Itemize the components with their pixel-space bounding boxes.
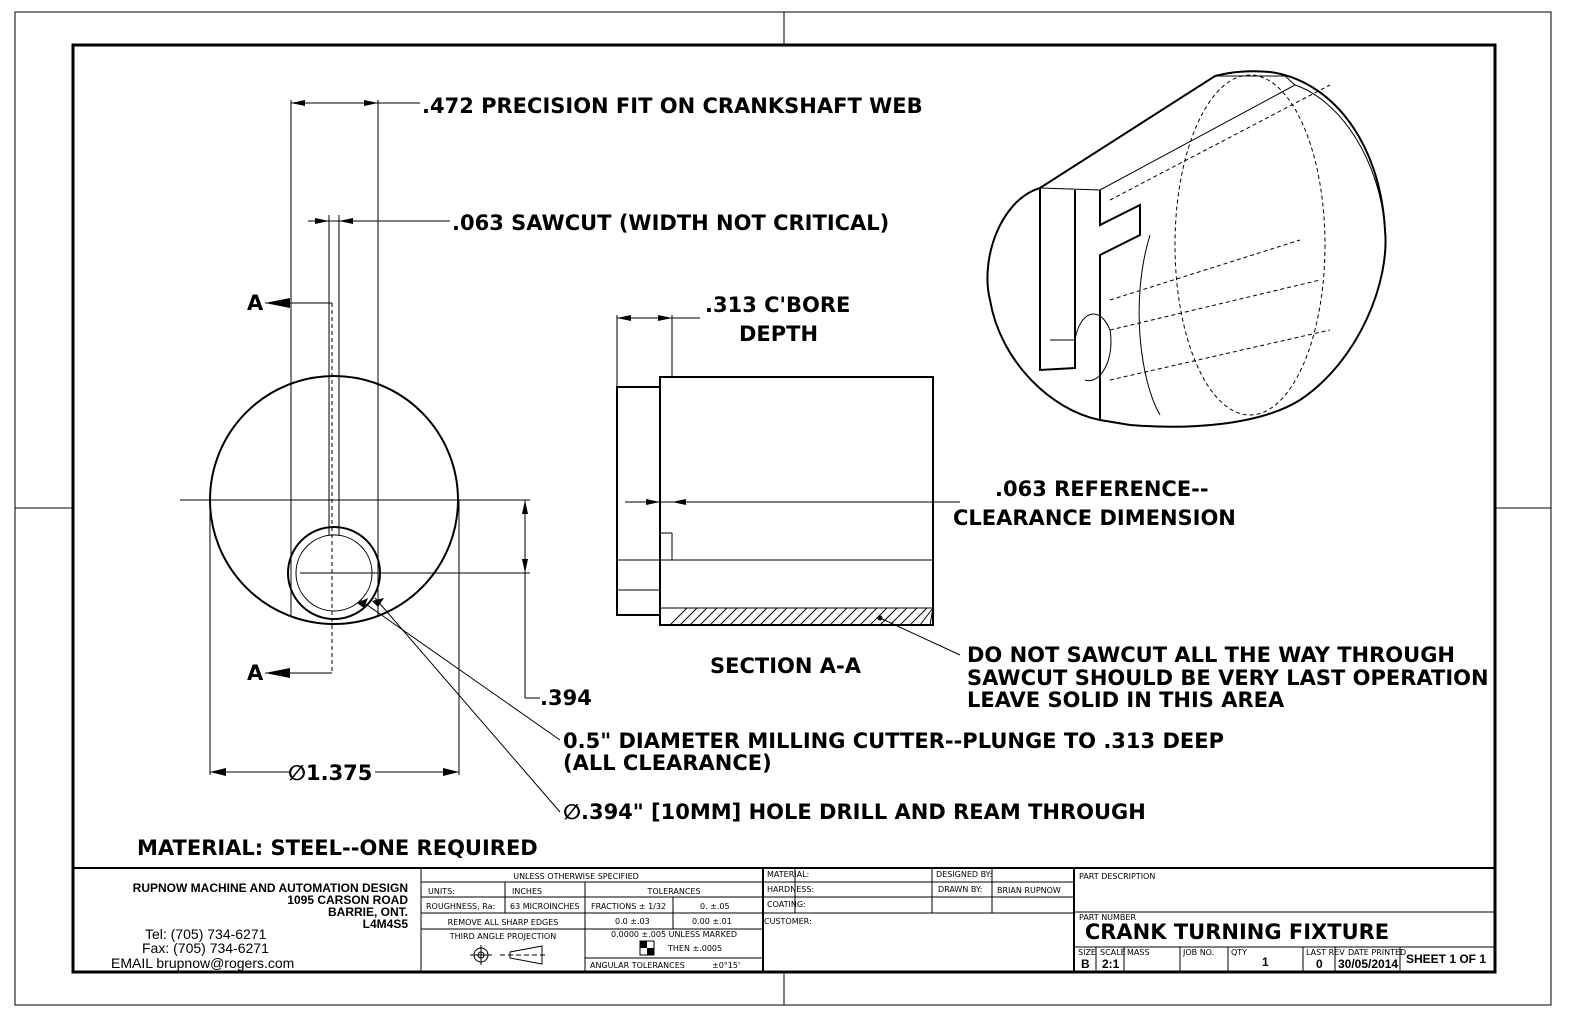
- hatch-line: [679, 607, 698, 626]
- zone-marks: [15, 12, 1551, 1005]
- scale-value: 2:1: [1102, 957, 1120, 971]
- roughness-label: ROUGHNESS, Ra:: [426, 902, 495, 911]
- hatch-line: [789, 607, 808, 626]
- hatch-line: [699, 607, 718, 626]
- material-label: MATERIAL:: [767, 870, 809, 879]
- dim-diameter-label: ∅1.375: [288, 761, 372, 785]
- cutter-note-line2: (ALL CLEARANCE): [563, 751, 772, 775]
- tol-fractions: FRACTIONS ± 1/32: [591, 902, 666, 911]
- cutter-note-line1: 0.5" DIAMETER MILLING CUTTER--PLUNGE TO …: [563, 729, 1224, 753]
- tol-then: THEN ±.0005: [667, 944, 722, 953]
- hatch-line: [879, 607, 898, 626]
- hatch-line: [909, 607, 928, 626]
- section-mark-top: A: [247, 291, 264, 315]
- company-tel: Tel: (705) 734-6271: [145, 926, 267, 942]
- part-number-label: PART NUMBER: [1079, 913, 1136, 922]
- scale-label: SCALE: [1100, 948, 1126, 957]
- ref-dim-line2: CLEARANCE DIMENSION: [953, 506, 1236, 530]
- hatch-line: [729, 607, 748, 626]
- hatch-line: [919, 607, 934, 626]
- units-value: INCHES: [512, 887, 542, 896]
- units-label: UNITS:: [428, 887, 455, 896]
- hatch-line: [689, 607, 708, 626]
- front-view: [180, 100, 561, 813]
- hatch-line: [759, 607, 778, 626]
- size-value: B: [1081, 957, 1090, 971]
- basic-dimension-icon: [639, 940, 655, 956]
- isometric-view: [986, 70, 1387, 428]
- angular-value: ±0°15': [712, 961, 740, 970]
- cbore-label-line2: DEPTH: [739, 322, 818, 346]
- hatch-line: [709, 607, 728, 626]
- tol-000: 0.00 ±.01: [692, 917, 732, 926]
- qty-value: 1: [1262, 955, 1269, 969]
- tol-0: 0. ±.05: [700, 902, 730, 911]
- roughness-value: 63 MICROINCHES: [510, 902, 580, 911]
- ref-dim-line1: .063 REFERENCE--: [995, 477, 1209, 501]
- hatch-line: [719, 607, 738, 626]
- customer-label: CUSTOMER:: [764, 917, 812, 926]
- hatch-line: [799, 607, 818, 626]
- hatch-line: [819, 607, 838, 626]
- edges-note: REMOVE ALL SHARP EDGES: [448, 918, 559, 927]
- drawn-by-label: DRAWN BY:: [938, 885, 982, 894]
- part-description-label: PART DESCRIPTION: [1079, 872, 1155, 881]
- qty-label: QTY: [1231, 948, 1247, 957]
- dim-472-label: .472 PRECISION FIT ON CRANKSHAFT WEB: [422, 94, 923, 118]
- hatch-line: [839, 607, 858, 626]
- section-mark-bottom: A: [247, 661, 264, 685]
- title-block: [73, 867, 1495, 972]
- hatch-line: [899, 607, 918, 626]
- tol-00: 0.0 ±.03: [615, 917, 650, 926]
- hatch-line: [809, 607, 828, 626]
- mass-label: MASS: [1127, 948, 1150, 957]
- company-fax: Fax: (705) 734-6271: [142, 940, 269, 956]
- section-view: [616, 315, 961, 656]
- hatch-line: [749, 607, 768, 626]
- last-rev-value: 0: [1316, 957, 1323, 971]
- projection-symbol-icon: [470, 945, 545, 965]
- spec-header: UNLESS OTHERWISE SPECIFIED: [513, 872, 639, 881]
- sawcut-note-line3: LEAVE SOLID IN THIS AREA: [967, 688, 1285, 712]
- company-postal: L4M4S5: [363, 917, 409, 931]
- dim-063-label: .063 SAWCUT (WIDTH NOT CRITICAL): [452, 211, 889, 235]
- section-title: SECTION A-A: [710, 654, 862, 678]
- company-street: 1095 CARSON ROAD: [287, 893, 408, 907]
- hatch-line: [829, 607, 848, 626]
- company-name: RUPNOW MACHINE AND AUTOMATION DESIGN: [133, 881, 408, 895]
- hatch-line: [769, 607, 788, 626]
- sawcut-note-line1: DO NOT SAWCUT ALL THE WAY THROUGH: [967, 643, 1455, 667]
- part-name: CRANK TURNING FIXTURE: [1085, 920, 1389, 944]
- hatch-line: [849, 607, 868, 626]
- tol-0000: 0.0000 ±.005 UNLESS MARKED: [611, 930, 737, 939]
- hatch-line: [859, 607, 878, 626]
- date-value: 30/05/2014: [1338, 957, 1398, 971]
- hole-note: ∅.394" [10MM] HOLE DRILL AND REAM THROUG…: [563, 800, 1146, 824]
- coating-label: COATING:: [767, 900, 806, 909]
- drawn-by-value: BRIAN RUPNOW: [997, 886, 1061, 895]
- date-label: DATE PRINTED: [1348, 948, 1406, 957]
- angular-label: ANGULAR TOLERANCES: [590, 961, 685, 970]
- sheet-number: SHEET 1 OF 1: [1406, 952, 1486, 966]
- company-email: EMAIL brupnow@rogers.com: [111, 955, 294, 971]
- material-note: MATERIAL: STEEL--ONE REQUIRED: [137, 836, 538, 860]
- size-label: SIZE: [1078, 948, 1096, 957]
- cbore-label-line1: .313 C'BORE: [705, 293, 850, 317]
- job-label: JOB NO.: [1182, 948, 1214, 957]
- sawcut-note-line2: SAWCUT SHOULD BE VERY LAST OPERATION: [967, 666, 1489, 690]
- last-rev-label: LAST REV: [1306, 948, 1345, 957]
- hatch-line: [779, 607, 798, 626]
- dim-394-label: .394: [540, 686, 592, 710]
- hatch-line: [929, 607, 934, 626]
- drawing-frame: [71, 43, 1497, 974]
- hardness-label: HARDNESS:: [767, 885, 814, 894]
- hatch-line: [669, 607, 688, 626]
- company-city: BARRIE, ONT.: [328, 905, 408, 919]
- projection-label: THIRD ANGLE PROJECTION: [449, 932, 556, 941]
- hatch-line: [889, 607, 908, 626]
- designed-by-label: DESIGNED BY:: [936, 870, 992, 879]
- tolerances-header: TOLERANCES: [646, 887, 700, 896]
- hatch-line: [739, 607, 758, 626]
